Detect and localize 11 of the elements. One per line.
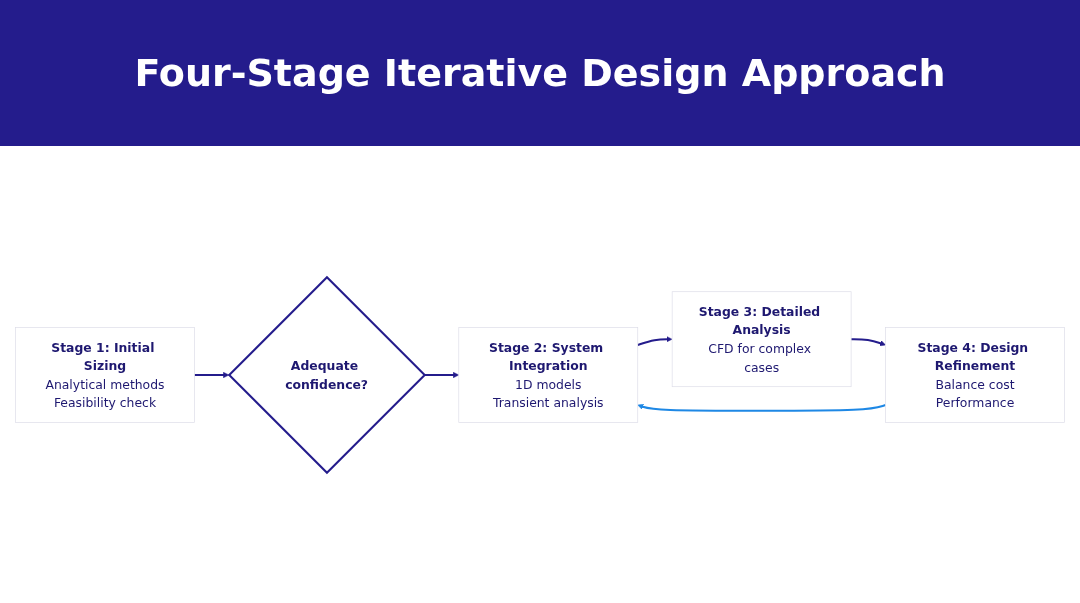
node-box: Stage 2: System Integration 1D models Transient analysis	[458, 327, 639, 423]
arrow	[851, 338, 886, 347]
node-box: Stage 3: Detailed Analysis CFD for complex cases	[671, 291, 852, 388]
arrow	[424, 371, 460, 379]
node-box: Stage 1: Initial Sizing Analytical methods Feasibility check	[15, 327, 195, 423]
arrow	[194, 371, 230, 379]
arrow	[637, 403, 886, 412]
arrow	[637, 336, 673, 346]
node-diamond: Adequate confidence?	[227, 275, 427, 475]
node-box: Stage 4: Design Refinement Balance cost Performance	[885, 327, 1065, 423]
title: Four-Stage Iterative Design Approach	[134, 51, 946, 95]
